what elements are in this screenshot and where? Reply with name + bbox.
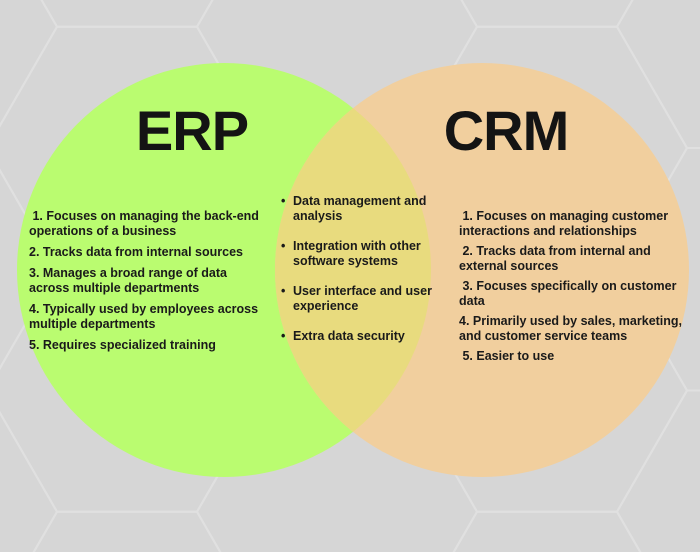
list-item-text: Extra data security	[293, 329, 405, 343]
list-item: 5. Easier to use	[459, 349, 555, 363]
bullet-icon: •	[281, 194, 286, 208]
list-item-text: User interface and user experience	[293, 284, 432, 313]
list-item: 1. Focuses on managing customer interact…	[459, 209, 669, 238]
crm-title: CRM	[443, 99, 570, 162]
list-item-text: Data management and analysis	[293, 194, 427, 223]
list-item: 5. Requires specialized training	[29, 338, 216, 352]
list-item: 1. Focuses on managing the back-end oper…	[29, 209, 259, 238]
erp-list: 1. Focuses on managing the back-end oper…	[29, 209, 269, 359]
list-item: 3. Manages a broad range of data across …	[29, 266, 227, 295]
bullet-icon: •	[281, 284, 286, 298]
bullet-icon: •	[281, 239, 286, 253]
crm-list: 1. Focuses on managing customer interact…	[459, 209, 700, 369]
list-item: 2. Tracks data from internal and externa…	[459, 244, 651, 273]
list-item: • Integration with other software system…	[281, 239, 433, 269]
list-item: 4. Typically used by employees across mu…	[29, 302, 259, 331]
list-item: 4. Primarily used by sales, marketing, a…	[459, 314, 683, 343]
shared-list: • Data management and analysis • Integra…	[281, 194, 433, 359]
list-item: 2. Tracks data from internal sources	[29, 245, 243, 259]
list-item: • Extra data security	[281, 329, 433, 344]
overlap-region	[275, 63, 431, 477]
erp-title: ERP	[135, 99, 249, 162]
list-item-text: Integration with other software systems	[293, 239, 421, 268]
list-item: 3. Focuses specifically on customer data	[459, 279, 677, 308]
bullet-icon: •	[281, 329, 286, 343]
list-item: • Data management and analysis	[281, 194, 433, 224]
list-item: • User interface and user experience	[281, 284, 433, 314]
